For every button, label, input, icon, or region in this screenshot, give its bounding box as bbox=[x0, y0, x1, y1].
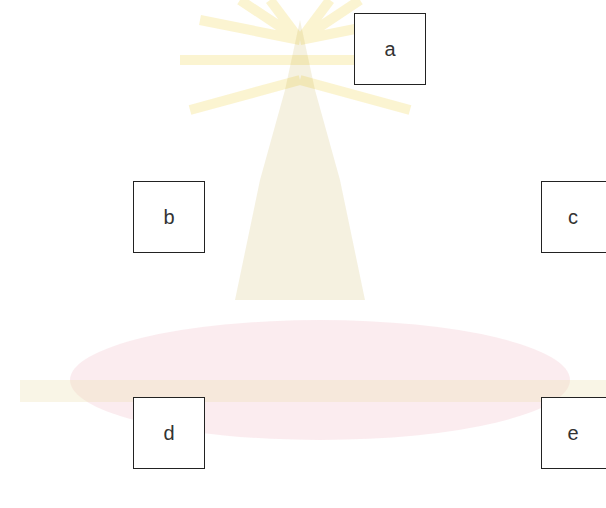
box-letter: c bbox=[568, 205, 578, 229]
letter-box: e bbox=[541, 397, 606, 469]
box-letter: d bbox=[163, 421, 174, 445]
watermark-crown bbox=[235, 20, 365, 300]
letter-box: a bbox=[354, 13, 426, 85]
letter-box: c bbox=[541, 181, 606, 253]
watermark-band bbox=[20, 380, 606, 402]
box-letter: b bbox=[163, 205, 174, 229]
box-letter: e bbox=[567, 421, 578, 445]
letter-box: d bbox=[133, 397, 205, 469]
letter-box: b bbox=[133, 181, 205, 253]
box-letter: a bbox=[384, 37, 395, 61]
